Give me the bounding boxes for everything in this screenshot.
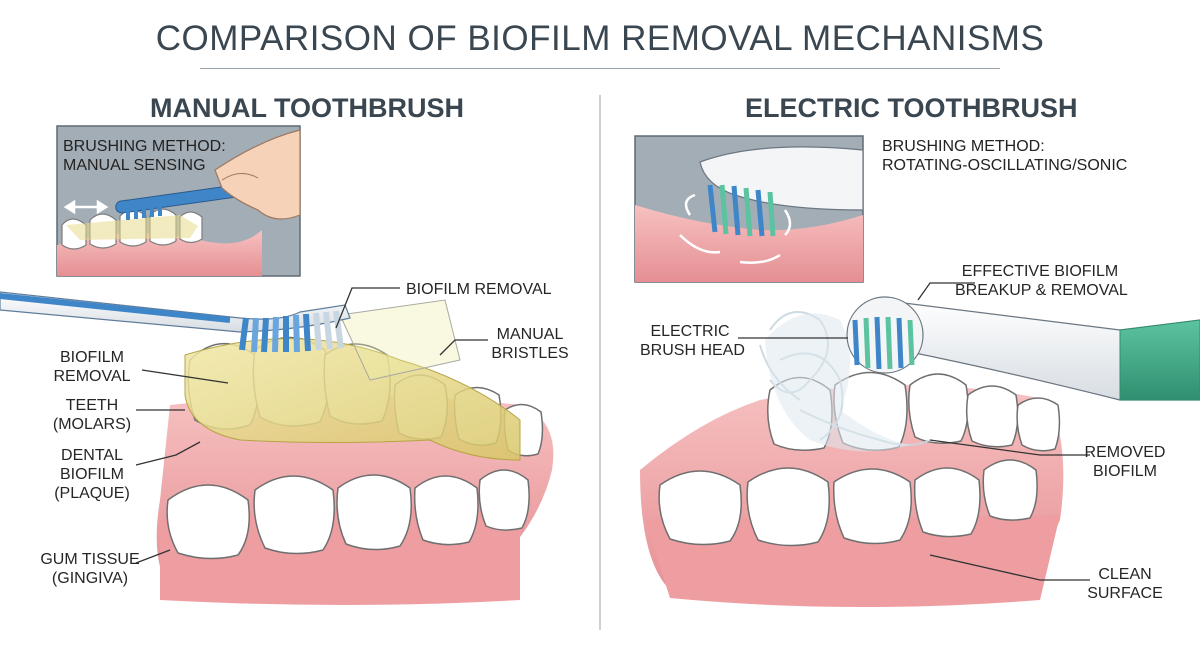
label-clean-line-2: SURFACE bbox=[1087, 585, 1163, 602]
manual-mouth-illustration bbox=[0, 291, 554, 605]
label-electric-brush-head: ELECTRIC BRUSH HEAD bbox=[640, 322, 745, 360]
label-biofilm-removal-side-line-2: REMOVAL bbox=[53, 368, 131, 385]
manual-method-line-1: BRUSHING METHOD: bbox=[63, 138, 226, 155]
label-removed-biofilm: REMOVED BIOFILM bbox=[1080, 443, 1170, 481]
label-teeth-molars: TEETH (MOLARS) bbox=[48, 396, 136, 434]
label-dental-line-2: BIOFILM bbox=[59, 466, 124, 483]
manual-method-line-2: MANUAL SENSING bbox=[63, 157, 206, 174]
label-biofilm-removal-side: BIOFILM REMOVAL bbox=[48, 348, 136, 386]
label-brush-head-line-2: BRUSH HEAD bbox=[640, 342, 745, 359]
electric-method-inset bbox=[634, 135, 864, 283]
manual-method-inset bbox=[56, 125, 301, 277]
electric-method-line-1: BRUSHING METHOD: bbox=[882, 138, 1045, 155]
manual-leader-lines bbox=[135, 287, 488, 564]
label-teeth-line-1: TEETH bbox=[65, 397, 119, 414]
manual-method-label: BRUSHING METHOD: MANUAL SENSING bbox=[63, 137, 226, 175]
label-dental-line-1: DENTAL bbox=[61, 447, 123, 464]
electric-leader-lines bbox=[738, 282, 1090, 581]
label-removed-line-2: BIOFILM bbox=[1092, 463, 1157, 480]
label-effective-biofilm: EFFECTIVE BIOFILM BREAKUP & REMOVAL bbox=[955, 262, 1128, 300]
label-removed-line-1: REMOVED bbox=[1084, 444, 1166, 461]
page-title: COMPARISON OF BIOFILM REMOVAL MECHANISMS bbox=[155, 19, 1045, 58]
label-manual-bristles-line-2: BRISTLES bbox=[491, 345, 569, 362]
electric-mouth-illustration bbox=[640, 296, 1200, 608]
electric-method-label: BRUSHING METHOD: ROTATING-OSCILLATING/SO… bbox=[882, 137, 1127, 175]
manual-heading: MANUAL TOOTHBRUSH bbox=[150, 93, 464, 123]
label-effective-line-2: BREAKUP & REMOVAL bbox=[955, 282, 1128, 299]
electric-heading: ELECTRIC TOOTHBRUSH bbox=[745, 93, 1078, 123]
label-manual-bristles-line-1: MANUAL bbox=[496, 326, 564, 343]
label-clean-surface: CLEAN SURFACE bbox=[1080, 565, 1170, 603]
label-biofilm-removal-top: BIOFILM REMOVAL bbox=[406, 281, 552, 298]
label-dental-biofilm: DENTAL BIOFILM (PLAQUE) bbox=[48, 446, 136, 503]
label-dental-line-3: (PLAQUE) bbox=[54, 485, 130, 502]
label-teeth-line-2: (MOLARS) bbox=[52, 416, 132, 433]
label-gum-line-1: GUM TISSUE bbox=[40, 551, 140, 568]
label-biofilm-removal-side-line-1: BIOFILM bbox=[59, 349, 124, 366]
label-manual-bristles: MANUAL BRISTLES bbox=[490, 325, 570, 363]
label-gum-line-2: (GINGIVA) bbox=[51, 570, 129, 587]
label-clean-line-1: CLEAN bbox=[1098, 566, 1152, 583]
electric-method-line-2: ROTATING-OSCILLATING/SONIC bbox=[882, 157, 1128, 174]
label-brush-head-line-1: ELECTRIC bbox=[650, 323, 730, 340]
label-gum-tissue: GUM TISSUE (GINGIVA) bbox=[40, 550, 140, 588]
label-effective-line-1: EFFECTIVE BIOFILM bbox=[961, 263, 1119, 280]
title-rule bbox=[200, 68, 1000, 69]
